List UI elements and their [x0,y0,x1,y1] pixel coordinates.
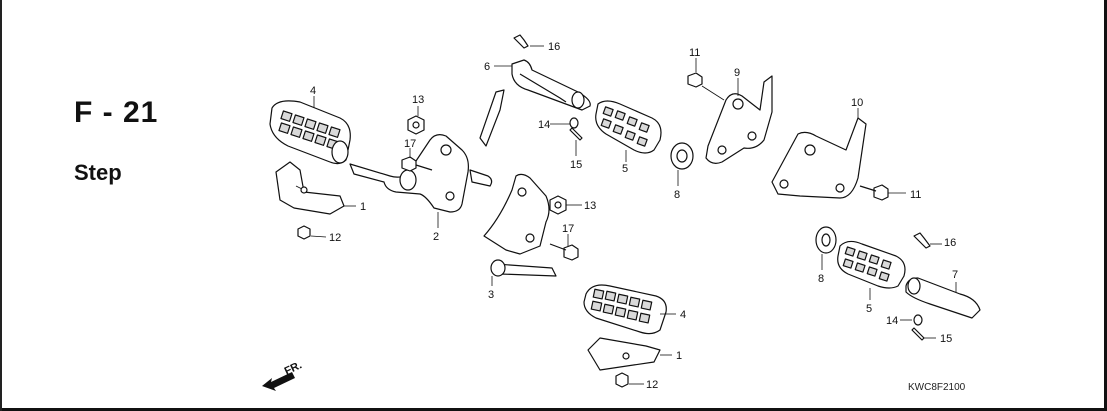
callout-7: 7 [952,269,958,281]
cotter-pin-15-left [569,127,583,141]
pillion-bracket-10 [771,117,867,199]
callout-8-lower: 8 [818,273,824,285]
bolt-12-left [297,225,327,240]
nut-13-left [407,115,425,135]
pin-16-lower [913,232,942,249]
callout-17-right: 17 [562,223,574,235]
callout-17-left: 17 [404,138,416,150]
footpeg-rubber-right [583,284,667,335]
callout-4-right: 4 [680,309,686,321]
pillion-bracket-9 [705,75,773,164]
callout-5-upper: 5 [622,163,628,175]
step-bracket-left [349,89,505,213]
callout-1-left: 1 [360,201,366,213]
section-code: F - 21 [74,96,159,129]
step-bracket-right [483,173,557,277]
bolt-11-top [687,72,725,101]
washer-8-lower [815,226,837,254]
front-label: FR. [283,359,304,377]
callout-16-lower: 16 [944,237,956,249]
callout-6: 6 [484,61,490,73]
callout-11-right: 11 [910,189,921,201]
nut-13-right [549,195,567,215]
step-plate-left [275,161,345,215]
bolt-17-left [401,156,433,172]
pillion-peg-rubber-upper [595,100,662,154]
callout-15-left: 15 [570,159,582,171]
bolt-11-right [859,184,889,201]
callout-14-left: 14 [538,119,550,131]
bolt-17-right [549,243,579,261]
callout-14-right: 14 [886,315,898,327]
pillion-peg-rubber-lower [837,240,906,289]
callout-5-lower: 5 [866,303,872,315]
cotter-pin-15-right [911,327,925,341]
callout-13-left: 13 [412,94,424,106]
callout-4-left: 4 [310,85,316,97]
callout-12-left: 12 [329,232,341,244]
callout-12-right: 12 [646,379,658,391]
front-arrow-icon: FR. [262,359,304,391]
pillion-peg-arm-right [905,277,981,319]
callout-11-top: 11 [689,47,700,59]
washer-14-left [569,117,579,129]
page-frame-left-edge [0,0,2,411]
callout-8-upper: 8 [674,189,680,201]
callout-15-right: 15 [940,333,952,345]
step-plate-right [587,337,661,371]
callout-2: 2 [433,231,439,243]
callout-1-right: 1 [676,350,682,362]
pillion-peg-arm [511,59,591,111]
washer-8-upper [670,142,694,170]
callout-16-top: 16 [548,41,560,53]
callout-9: 9 [734,67,740,79]
pin-16-top [513,34,544,49]
callout-10: 10 [851,97,863,109]
callout-13-right: 13 [584,200,596,212]
section-title: Step [74,160,122,185]
footpeg-rubber-left [269,100,351,165]
washer-14-right [913,314,923,326]
diagram-code: KWC8F2100 [908,382,966,393]
callout-3: 3 [488,289,494,301]
bolt-12-right [615,372,644,388]
leader-lines [313,58,957,356]
